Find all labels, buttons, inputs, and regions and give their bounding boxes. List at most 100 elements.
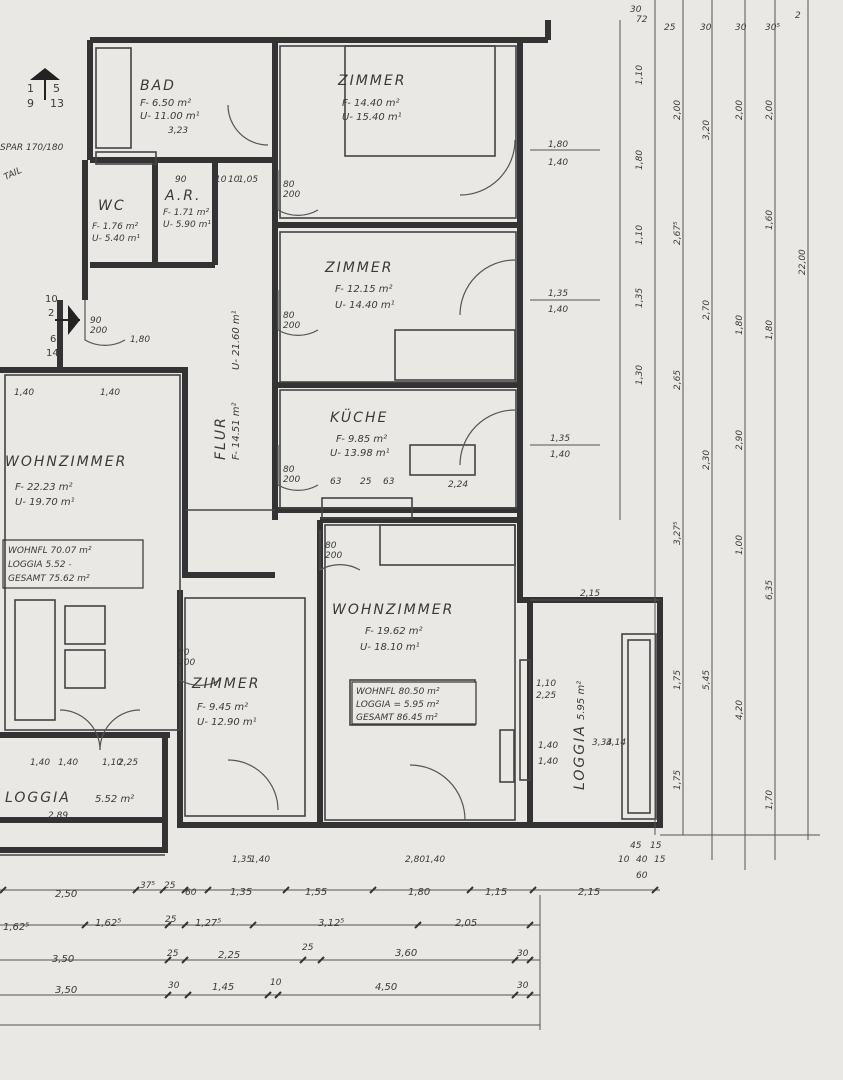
- window-1-b: 1,40: [548, 158, 568, 168]
- window-4-b: 1,40: [538, 757, 558, 767]
- loggia-left-dim-2: 1,40: [58, 758, 78, 768]
- dim: 6,35: [765, 580, 775, 600]
- text-line: 200: [283, 475, 300, 485]
- summary-loggia: LOGGIA 5.52 -: [8, 560, 72, 570]
- bottom-dim-row-4: 3,50 30 1,45 10 4,50 30: [55, 978, 529, 996]
- text-line: 90: [90, 316, 102, 326]
- dim: 1,30: [635, 365, 645, 385]
- summary-gesamt: GESAMT 86.45 m²: [356, 713, 438, 723]
- text-line: 200: [325, 551, 342, 561]
- dim: 2,00: [765, 100, 775, 120]
- room-area: 5.52 m²: [95, 794, 134, 805]
- dim: 1,62⁵: [95, 918, 121, 929]
- room-name: WC: [98, 198, 126, 214]
- room-perimeter: U- 11.00 m¹: [140, 111, 200, 122]
- room-name: WOHNZIMMER: [332, 602, 454, 618]
- room-name: LOGGIA: [572, 724, 588, 790]
- bottom-dim-row-3: 3,50 25 2,25 25 3,60 30: [52, 943, 529, 965]
- dim: 1,80: [408, 887, 430, 898]
- dim: 1,35: [635, 288, 645, 308]
- dim: 1,80: [765, 320, 775, 340]
- dim: 2,70: [702, 300, 712, 320]
- dim: 1,10: [635, 65, 645, 85]
- room-ar: A.R. F- 1.71 m² U- 5.90 m¹: [163, 188, 211, 230]
- dim: 4,50: [375, 982, 397, 993]
- dim: 3,50: [55, 985, 77, 996]
- room-name: WOHNZIMMER: [5, 454, 127, 470]
- dim: 3,12⁵: [318, 918, 344, 929]
- window-4-a: 1,40: [538, 741, 558, 751]
- room-flur: FLUR F- 14.51 m² U- 21.60 m¹: [213, 310, 242, 460]
- room-perimeter: U- 19.70 m¹: [15, 497, 75, 508]
- wz-right-dim-1: 2,80: [405, 855, 425, 865]
- dim: 1,62⁵: [3, 922, 29, 933]
- room-wohnzimmer-right: WOHNZIMMER F- 19.62 m² U- 18.10 m¹: [332, 602, 454, 653]
- summary-loggia: LOGGIA = 5.95 m²: [356, 700, 440, 710]
- dim: 1,45: [212, 982, 234, 993]
- kitchen-dim-3: 63: [383, 477, 395, 487]
- room-bad: BAD F- 6.50 m² U- 11.00 m¹: [140, 78, 200, 122]
- dim: 2,25: [218, 950, 240, 961]
- section-marker-side: 10 2 6 14: [45, 294, 80, 359]
- dim: 1,55: [305, 887, 327, 898]
- loggia-left-dim-1: 1,40: [30, 758, 50, 768]
- right-dim-col-4: 2,00 1,60 1,80 22,00: [765, 100, 808, 340]
- loggia-right-small-2: 3,14: [606, 738, 626, 748]
- dim: 2,30: [702, 450, 712, 470]
- window-1-a: 1,80: [548, 140, 568, 150]
- dim: 2,00: [735, 100, 745, 120]
- room-zimmer-mid: ZIMMER F- 12.15 m² U- 14.40 m¹: [324, 260, 395, 311]
- dim: 3,60: [395, 948, 417, 959]
- br-small-2: 15: [650, 841, 662, 851]
- ar-dim-1: 10: [215, 175, 227, 185]
- text-line: 80: [325, 541, 337, 551]
- room-zimmer-low: ZIMMER F- 9.45 m² U- 12.90 m¹: [191, 676, 260, 728]
- dim: 30: [168, 981, 180, 991]
- summary-wohnfl: WOHNFL 70.07 m²: [8, 546, 92, 556]
- window-dims: 1,80 1,40 1,35 1,40 1,35 1,40 1,40 1,40 …: [536, 140, 600, 767]
- room-perimeter: U- 5.40 m¹: [92, 234, 140, 244]
- room-name: FLUR: [213, 416, 229, 460]
- room-wohnzimmer-left: WOHNZIMMER F- 22.23 m² U- 19.70 m¹: [5, 454, 127, 508]
- marker-side-d: 14: [46, 348, 59, 359]
- dim: 25: [165, 915, 177, 925]
- text-line: 200: [283, 321, 300, 331]
- tr-5: 30: [735, 23, 747, 33]
- dim: 1,70: [765, 790, 775, 810]
- window-3-a: 1,35: [550, 434, 570, 444]
- dim: 2,50: [55, 889, 77, 900]
- room-wc: WC F- 1.76 m² U- 5.40 m¹: [92, 198, 140, 244]
- dim: 1,35: [230, 887, 252, 898]
- text-line: 80: [283, 465, 295, 475]
- misc-dims: 10 90 10 1,05 1,40 1,40 1,40 1,40 1,10 2…: [14, 5, 801, 881]
- room-loggia-left: LOGGIA 5.52 m²: [5, 790, 134, 806]
- dim: 1,80: [635, 150, 645, 170]
- room-area: F- 6.50 m²: [140, 98, 191, 109]
- dim: 2,05: [455, 918, 477, 929]
- dim: 30: [517, 949, 529, 959]
- room-name: ZIMMER: [191, 676, 260, 692]
- room-name: ZIMMER: [337, 73, 406, 89]
- window-2-a: 1,35: [548, 289, 568, 299]
- loggia-left-dim-3: 1,10: [102, 758, 122, 768]
- tr-1: 30: [630, 5, 642, 15]
- flur-dim: 1,80: [130, 335, 150, 345]
- room-perimeter: U- 14.40 m¹: [335, 300, 395, 311]
- room-area: F- 12.15 m²: [335, 284, 393, 295]
- room-perimeter: U- 15.40 m¹: [342, 112, 402, 123]
- dim: 60: [185, 888, 197, 898]
- dim: 2,00: [673, 100, 683, 120]
- wz-right-dim-2: 1,40: [425, 855, 445, 865]
- summary-box-left: WOHNFL 70.07 m² LOGGIA 5.52 - GESAMT 75.…: [2, 539, 144, 589]
- room-area: F- 1.76 m²: [92, 222, 138, 232]
- marker-side-c: 6: [50, 334, 56, 345]
- br-small-6: 60: [636, 871, 648, 881]
- doors: [59, 104, 516, 821]
- dim: 1,60: [765, 210, 775, 230]
- dim: 1,10: [635, 225, 645, 245]
- room-name: LOGGIA: [5, 790, 71, 806]
